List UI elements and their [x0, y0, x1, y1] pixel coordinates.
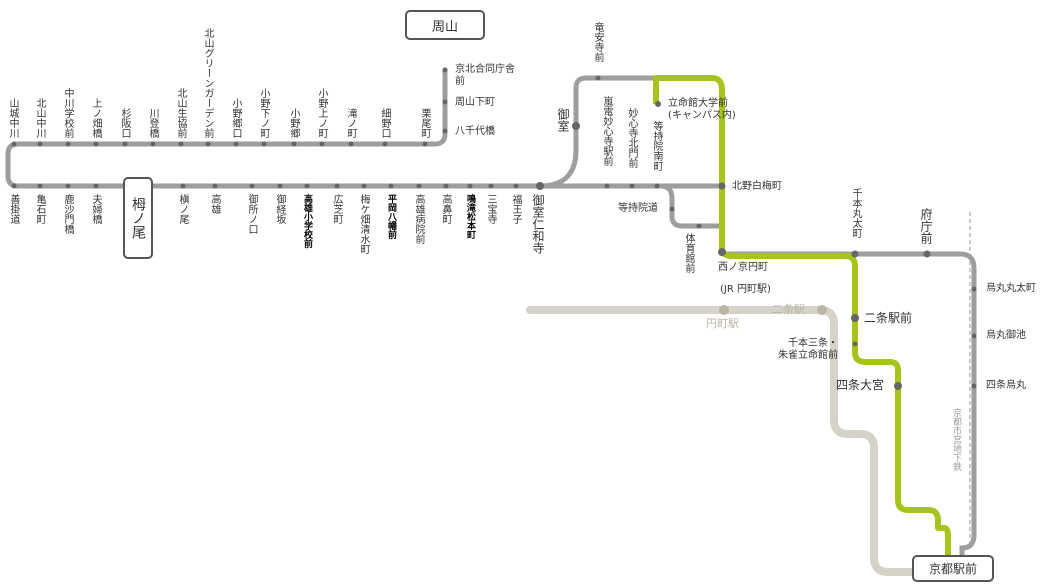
jr-line: [526, 306, 919, 576]
subway-station-label: 烏丸丸太町: [986, 283, 1036, 294]
jr-label-enmachi: 円町駅: [706, 317, 739, 330]
station-label: 嵐電妙心寺駅前: [601, 96, 612, 166]
station-label: 周山下町: [455, 97, 495, 108]
station-label: 小野上ノ町: [316, 88, 327, 138]
station-label-ritsumei: 立命館大学前: [668, 98, 728, 109]
station-label: 高雄小学校前: [302, 194, 312, 248]
station-label-kitano: 北野白梅町: [732, 181, 782, 192]
subway-label: 京都市営地下鉄: [951, 408, 961, 471]
station-label: 北山グリーンガーデン前: [202, 28, 213, 138]
station-label-nishinokyo-sub: (JR 円町駅): [720, 284, 771, 295]
station-label: 御経坂: [274, 194, 285, 224]
station-label-tojiin: 等持院道: [618, 203, 658, 214]
station-label: 山城中川: [7, 98, 18, 138]
subway-station-label: 烏丸御池: [986, 330, 1026, 341]
station-label: 鹿沙門橋: [62, 194, 73, 234]
station-label: 八千代橋: [455, 126, 495, 137]
station-label: 北山生協前: [175, 88, 186, 138]
subway-station-label: 四条烏丸: [986, 380, 1026, 391]
station-label: 梅ケ畑清水町: [358, 194, 369, 254]
station-label: 御所ノ口: [246, 194, 257, 234]
station-label: 川登橋: [147, 108, 158, 138]
station-label: 中川学校前: [62, 88, 73, 138]
station-label-nishinokyo: 西ノ京円町: [718, 262, 768, 273]
station-label: 妙心寺北門前: [626, 108, 637, 168]
station-label-ritsumei-sub: (キャンパス内): [668, 110, 736, 121]
station-dots: [11, 67, 977, 390]
station-label: 栗尾町: [419, 108, 430, 138]
station-label-nijo-mae: 二条駅前: [864, 311, 913, 325]
terminal-shuzan: 周山: [405, 10, 485, 40]
station-label: 小野郷口: [230, 98, 241, 138]
station-label: 杉阪口: [119, 108, 130, 138]
station-label-omuro: 御室: [556, 108, 570, 132]
station-label: 細野口: [379, 108, 390, 138]
terminal-tonoo: 栂ノ尾: [123, 177, 153, 259]
station-label: 小野下ノ町: [258, 88, 269, 138]
station-label-senbon-marutamachi: 千本丸太町: [850, 188, 861, 238]
station-label: 平岡八幡前: [386, 194, 396, 239]
station-label: 高鼻町: [440, 194, 451, 224]
station-label: 御室仁和寺: [531, 194, 545, 254]
station-label-fuchomae: 府庁前: [919, 208, 933, 244]
station-label: 小野郷: [288, 108, 299, 138]
station-label: 広芝町: [331, 194, 342, 224]
station-label-gym: 体育館前: [683, 233, 694, 273]
station-label-senbon-b: 朱雀立命館前: [778, 350, 838, 361]
station-label: 鳴滝松本町: [465, 194, 475, 239]
station-label: 三宝寺: [485, 194, 496, 224]
station-label: 高雄: [209, 194, 220, 214]
station-label: 滝ノ町: [345, 108, 356, 138]
station-label: 槇ノ尾: [177, 194, 188, 224]
terminal-kyoto-station: 京都駅前: [912, 555, 994, 582]
main-line-top: [5, 70, 656, 189]
station-label-senbon-a: 千本三条・: [788, 338, 838, 349]
jr-label-nijo: 二条駅: [772, 303, 805, 316]
station-label: 高雄病院前: [413, 194, 424, 244]
marutamachi-line: [722, 251, 977, 570]
station-label: 等持院南町: [651, 121, 662, 171]
station-label: 北山中川: [34, 98, 45, 138]
station-label: 亀石町: [34, 194, 45, 224]
station-label-ryoanji: 竜安寺前: [592, 22, 603, 62]
station-label: 福王子: [510, 194, 521, 224]
station-label: 夫婦橋: [90, 194, 101, 224]
station-label-shijo-omiya: 四条大宮: [836, 378, 885, 392]
station-label: 上ノ畑橋: [90, 98, 101, 138]
tojiin-line: [659, 183, 722, 229]
station-label: 善掛道: [8, 194, 19, 224]
station-label: 京北合同庁舎前: [455, 64, 515, 87]
